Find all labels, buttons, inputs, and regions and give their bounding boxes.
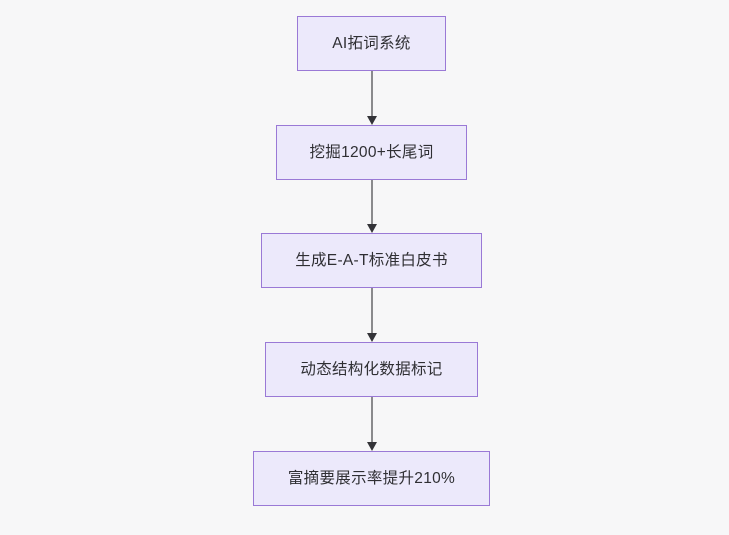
edge-line	[371, 180, 373, 225]
flow-node-label: 生成E-A-T标准白皮书	[295, 251, 448, 269]
arrow-head-icon	[366, 224, 377, 233]
arrow-head-icon	[366, 116, 377, 125]
edge-line	[371, 397, 373, 443]
edge-line	[371, 288, 373, 334]
flow-node-label: AI拓词系统	[332, 34, 411, 52]
flow-node-rich-snippet-rate-increase[interactable]: 富摘要展示率提升210%	[253, 451, 490, 506]
flow-node-label: 富摘要展示率提升210%	[287, 469, 456, 487]
flow-node-ai-keyword-system[interactable]: AI拓词系统	[297, 16, 446, 71]
edge-line	[371, 71, 373, 117]
flow-node-generate-eat-whitepaper[interactable]: 生成E-A-T标准白皮书	[261, 233, 482, 288]
flow-node-dynamic-structured-data-markup[interactable]: 动态结构化数据标记	[265, 342, 478, 397]
flow-node-mine-longtail-keywords[interactable]: 挖掘1200+长尾词	[276, 125, 467, 180]
arrow-head-icon	[366, 442, 377, 451]
flow-node-label: 动态结构化数据标记	[300, 360, 443, 378]
flow-node-label: 挖掘1200+长尾词	[309, 143, 434, 161]
arrow-head-icon	[366, 333, 377, 342]
